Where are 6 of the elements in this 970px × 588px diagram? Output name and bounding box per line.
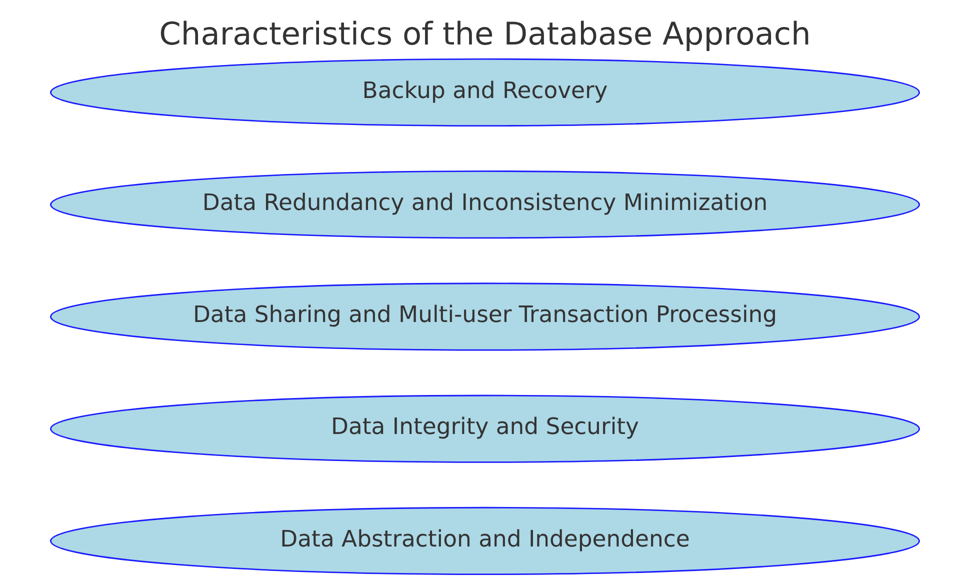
node-ellipse: Data Integrity and Security (50, 394, 920, 463)
node-ellipse: Data Sharing and Multi-user Transaction Processing (50, 282, 920, 351)
node-ellipse: Data Abstraction and Independence (50, 506, 920, 576)
node-ellipse: Backup and Recovery (50, 58, 920, 127)
diagram-title: Characteristics of the Database Approach (159, 16, 811, 52)
node-ellipse: Data Redundancy and Inconsistency Minimization (50, 170, 920, 239)
